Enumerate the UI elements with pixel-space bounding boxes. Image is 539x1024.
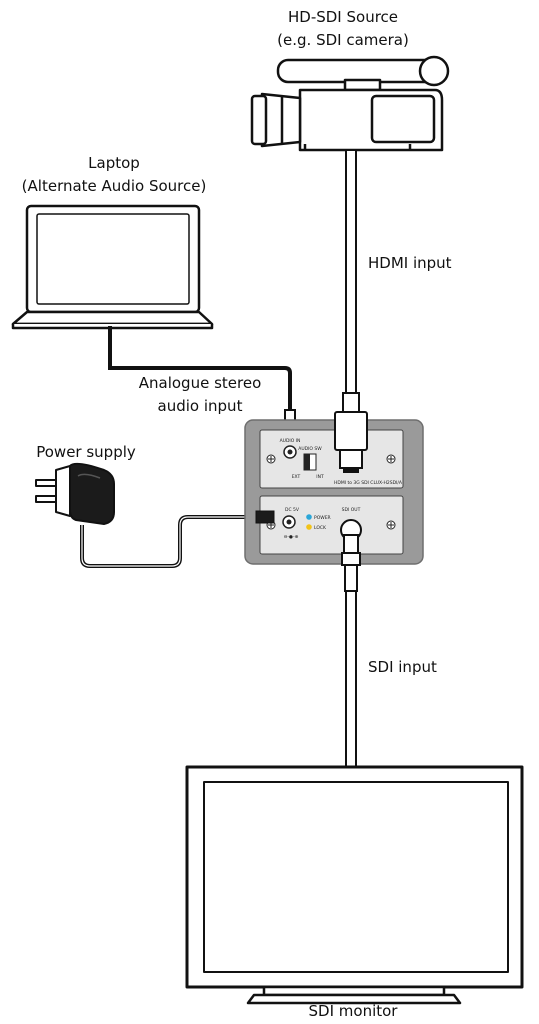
power-adapter-icon bbox=[35, 462, 115, 525]
power-text: POWER bbox=[314, 515, 331, 521]
audio-in-text: AUDIO IN bbox=[280, 438, 301, 444]
audio-input-label-line2: audio input bbox=[158, 397, 243, 415]
screw-icons bbox=[266, 454, 396, 530]
sdi-cable bbox=[345, 587, 357, 769]
ext-text: EXT bbox=[292, 474, 301, 480]
lock-text: LOCK bbox=[314, 525, 327, 531]
hdmi-connector bbox=[334, 411, 368, 451]
audio-sw-text: AUDIO SW bbox=[298, 446, 322, 452]
audio-input-label-line1: Analogue stereo bbox=[139, 374, 262, 392]
monitor-label: SDI monitor bbox=[309, 1002, 399, 1020]
dc-text: DC 5V bbox=[285, 507, 300, 513]
int-text: INT bbox=[316, 474, 324, 480]
camera-icon bbox=[250, 55, 450, 152]
laptop-label-line1: Laptop bbox=[88, 154, 140, 172]
device-bottom-panel bbox=[259, 495, 404, 555]
power-cable bbox=[80, 515, 258, 568]
converter-device: AUDIO IN AUDIO SW EXT INT HDMI to 3G SDI… bbox=[244, 411, 424, 592]
power-led bbox=[306, 514, 312, 520]
hdmi-input-label: HDMI input bbox=[368, 254, 452, 272]
sdi-input-label: SDI input bbox=[368, 658, 437, 676]
power-supply-label: Power supply bbox=[36, 443, 136, 461]
laptop-icon bbox=[11, 204, 214, 330]
monitor-icon bbox=[185, 765, 524, 1005]
audio-cable bbox=[108, 326, 292, 412]
hdmi-cable bbox=[342, 149, 360, 416]
polarity-symbol: ⊖-●-⊕ bbox=[284, 535, 299, 540]
lock-led bbox=[306, 524, 312, 530]
sdi-out-text: SDI OUT bbox=[342, 507, 361, 513]
source-label-line1: HD-SDI Source bbox=[288, 8, 398, 26]
model-text: HDMI to 3G SDI CLUX-H2SDI/A bbox=[334, 480, 403, 486]
source-label-line2: (e.g. SDI camera) bbox=[277, 31, 409, 49]
power-plug bbox=[255, 510, 275, 524]
laptop-label-line2: (Alternate Audio Source) bbox=[22, 177, 207, 195]
